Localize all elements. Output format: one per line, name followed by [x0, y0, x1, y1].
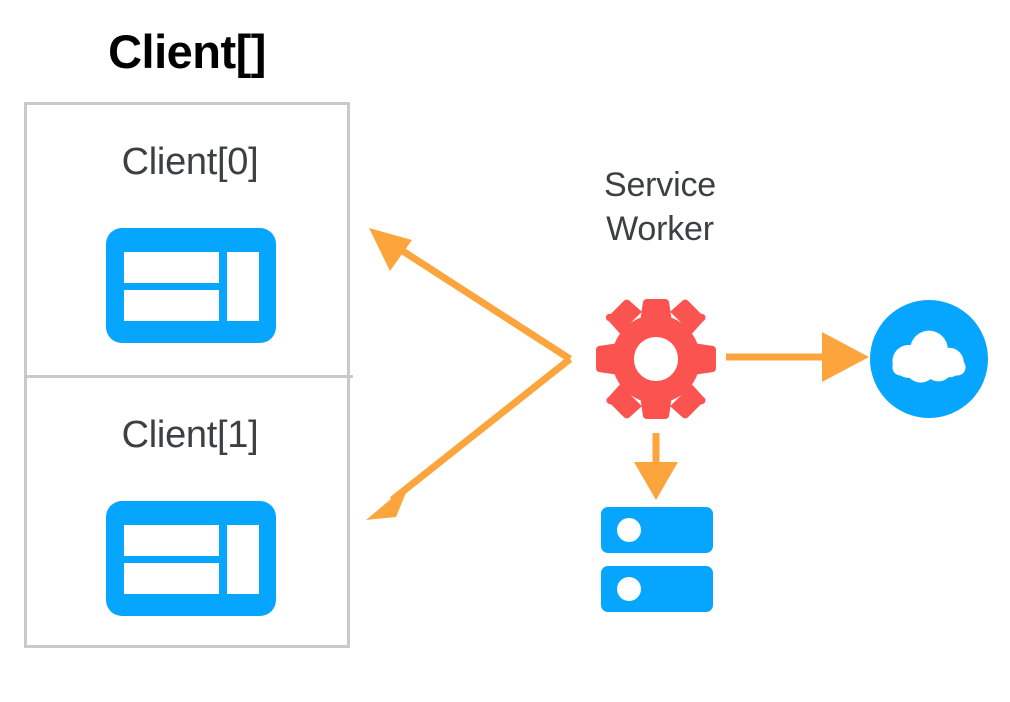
browser-pane-right [227, 525, 259, 594]
browser-pane-top-left [124, 525, 219, 556]
browser-pane-top-left [124, 252, 219, 283]
client-cell-0[interactable]: Client[0] [27, 105, 353, 378]
cloud-icon [870, 300, 988, 418]
arrowhead-cloud [822, 332, 869, 382]
service-worker-label: Service Worker [556, 164, 764, 251]
client-0-label: Client[0] [121, 141, 259, 183]
arrowhead-client-1 [366, 483, 410, 520]
browser-window-icon [106, 501, 276, 616]
arrow-line-sw-to-client-1 [389, 356, 573, 503]
arrowhead-client-0 [369, 228, 412, 271]
client-1-label: Client[1] [121, 414, 259, 456]
browser-window-icon [106, 228, 276, 343]
clients-array-container: Client[0] Client[1] [24, 102, 353, 651]
gear-icon [593, 296, 719, 422]
browser-pane-bottom-left [124, 290, 219, 321]
browser-pane-right [227, 252, 259, 321]
database-indicator-dot [617, 577, 641, 601]
database-icon [601, 507, 713, 612]
client-cell-1[interactable]: Client[1] [27, 378, 353, 651]
database-bar-top [601, 507, 713, 553]
database-indicator-dot [617, 518, 641, 542]
arrow-line-sw-to-client-0 [393, 243, 572, 362]
database-bar-bottom [601, 566, 713, 612]
arrowhead-database [634, 462, 678, 500]
service-worker-label-line-1: Service [604, 166, 716, 204]
clients-group-title: Client[] [108, 25, 266, 78]
browser-pane-bottom-left [124, 563, 219, 594]
service-worker-label-line-2: Worker [606, 209, 714, 248]
